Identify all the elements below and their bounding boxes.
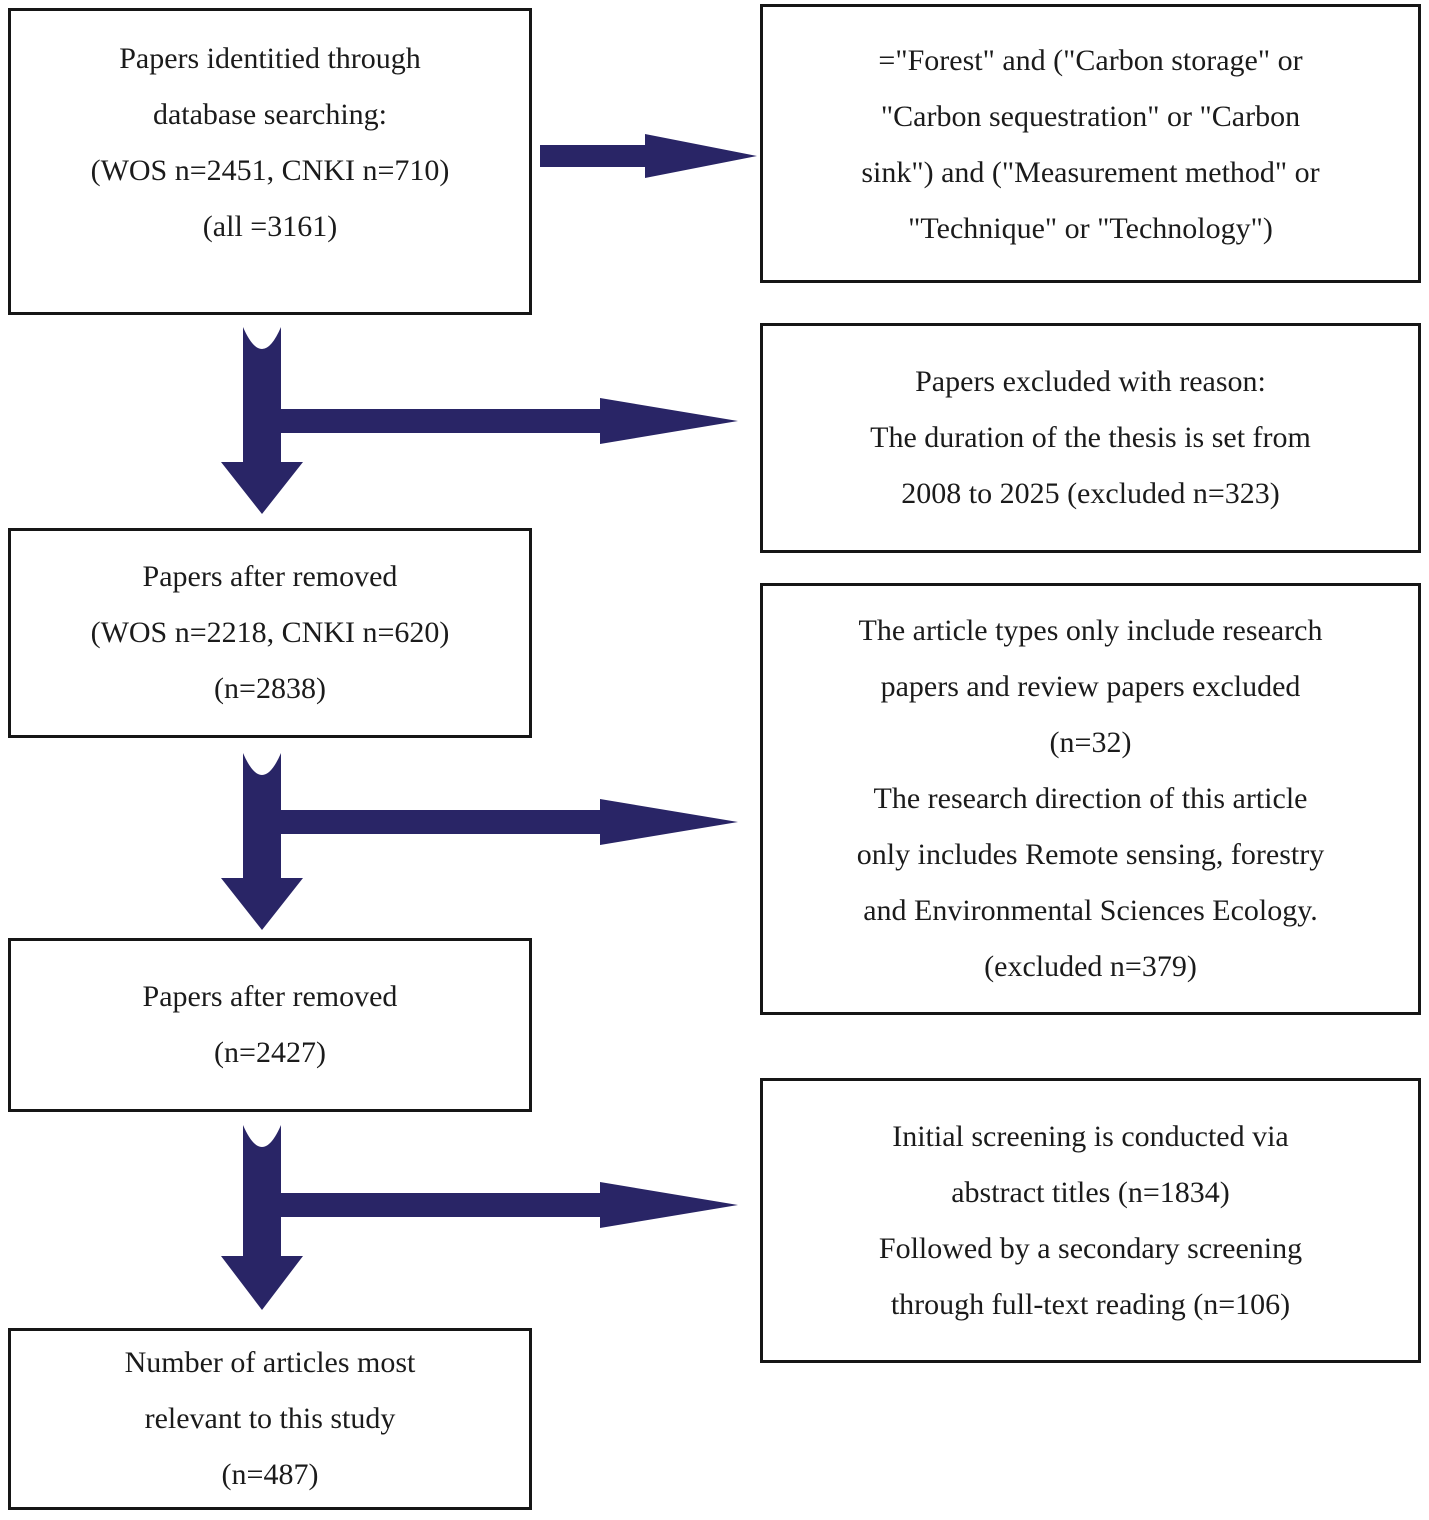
box-search-query: ="Forest" and ("Carbon storage" or "Carbo… xyxy=(760,4,1421,283)
text-line: database searching: xyxy=(152,98,388,131)
text-line: abstract titles (n=1834) xyxy=(951,1175,1230,1209)
text-line: only includes Remote sensing, forestry xyxy=(856,838,1325,871)
text-line: (excluded n=379) xyxy=(984,950,1197,983)
box-papers-identified: Papers identitied through database search… xyxy=(8,8,532,315)
text-line: (WOS n=2218, CNKI n=620) xyxy=(90,616,450,649)
text-line: Papers after removed xyxy=(142,980,398,1013)
text-line: through full-text reading (n=106) xyxy=(890,1287,1291,1321)
text-line: "Carbon sequestration" or "Carbon xyxy=(880,100,1301,133)
text-line: Papers identitied through xyxy=(119,42,421,75)
text-line: sink") and ("Measurement method" or xyxy=(861,156,1320,189)
text-line: (n=32) xyxy=(1049,726,1132,759)
text-line: The article types only include research xyxy=(858,614,1323,647)
right-arrow-excluded-type xyxy=(262,799,738,845)
box-papers-after-removed-1: Papers after removed (WOS n=2218, CNKI n=… xyxy=(8,528,532,738)
down-arrow-1 xyxy=(221,327,303,514)
text-line: (n=487) xyxy=(221,1458,319,1491)
box-screening-steps: Initial screening is conducted via abstra… xyxy=(760,1078,1421,1363)
text-line: (n=2427) xyxy=(214,1036,326,1069)
box-excluded-type-direction: The article types only include research p… xyxy=(760,583,1421,1015)
text-line: (n=2838) xyxy=(214,672,326,705)
text-line: Number of articles most xyxy=(124,1346,416,1379)
text-line: Followed by a secondary screening xyxy=(878,1231,1303,1265)
box-excluded-duration: Papers excluded with reason: The duration… xyxy=(760,323,1421,553)
text-line: Papers after removed xyxy=(142,560,398,593)
text-line: relevant to this study xyxy=(144,1402,396,1435)
text-line: Initial screening is conducted via xyxy=(892,1119,1289,1153)
text-line: Papers excluded with reason: xyxy=(915,365,1266,398)
text-line: "Technique" or "Technology") xyxy=(908,212,1273,245)
text-line: and Environmental Sciences Ecology. xyxy=(863,894,1318,927)
text-line: The duration of the thesis is set from xyxy=(870,421,1311,454)
down-arrow-2 xyxy=(221,753,303,930)
right-arrow-search-query xyxy=(540,134,757,178)
box-papers-after-removed-2: Papers after removed (n=2427) xyxy=(8,938,532,1112)
right-arrow-excluded-duration xyxy=(262,398,738,444)
text-line: The research direction of this article xyxy=(873,782,1308,815)
down-arrow-3 xyxy=(221,1125,303,1310)
text-line: papers and review papers excluded xyxy=(880,670,1301,703)
text-line: (all =3161) xyxy=(202,210,338,243)
text-line: 2008 to 2025 (excluded n=323) xyxy=(901,477,1280,510)
text-line: (WOS n=2451, CNKI n=710) xyxy=(90,154,450,187)
box-final-articles: Number of articles most relevant to this … xyxy=(8,1328,532,1510)
right-arrow-screening xyxy=(262,1182,738,1228)
text-line: ="Forest" and ("Carbon storage" or xyxy=(878,44,1303,77)
